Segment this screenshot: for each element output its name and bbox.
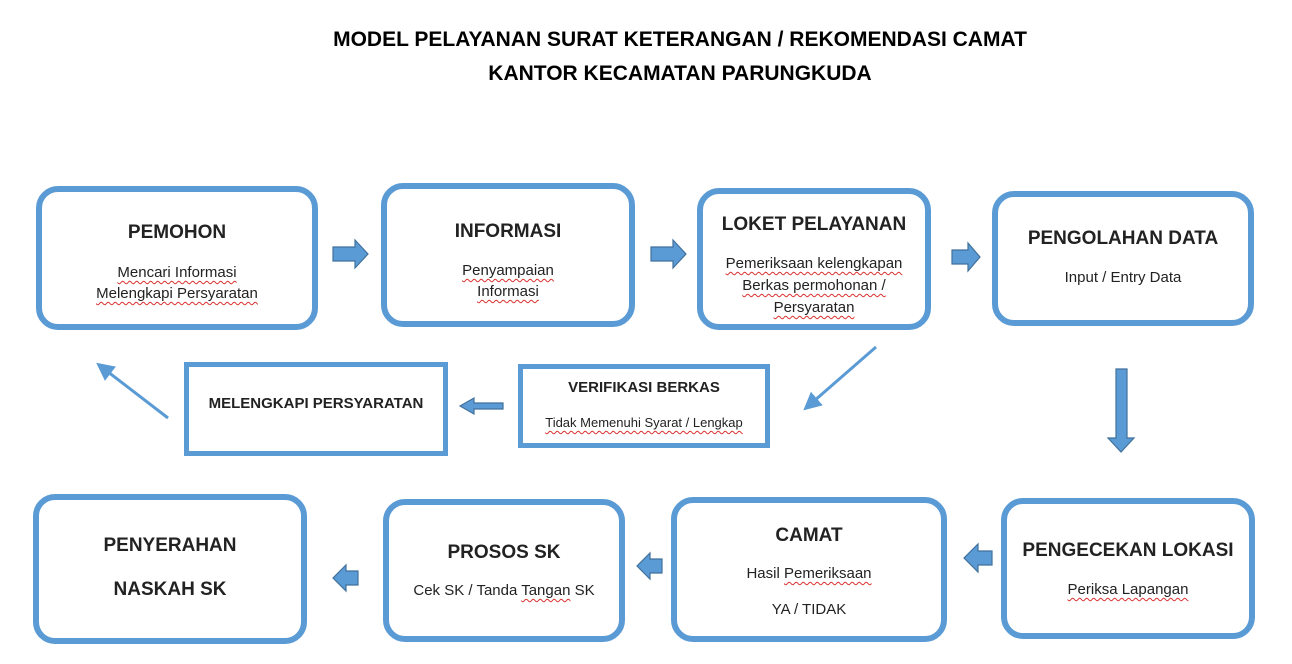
- node-melengkapi-title: MELENGKAPI PERSYARATAN: [208, 395, 424, 412]
- node-pemohon-line-2: Melengkapi Persyaratan: [96, 285, 258, 302]
- arrow-loket-to-verifikasi: [803, 345, 877, 411]
- node-pemohon: PEMOHON Mencari Informasi Melengkapi Per…: [36, 186, 318, 330]
- node-verifikasi-title: VERIFIKASI BERKAS: [568, 379, 720, 396]
- node-pengolahan-title: PENGOLAHAN DATA: [1027, 228, 1219, 249]
- node-verifikasi-line-1: Tidak Memenuhi Syarat / Lengkap: [545, 415, 743, 430]
- node-penyerahan-title-2: NASKAH SK: [113, 579, 227, 600]
- node-loket-line-1: Pemeriksaan kelengkapan: [725, 255, 903, 272]
- node-pengecekan-line-1: Periksa Lapangan: [1067, 581, 1189, 598]
- node-informasi: INFORMASI Penyampaian Informasi: [381, 183, 635, 327]
- node-loket-pelayanan: LOKET PELAYANAN Pemeriksaan kelengkapan …: [697, 188, 931, 330]
- node-pemohon-line-1: Mencari Informasi: [117, 264, 237, 281]
- node-pengecekan-lokasi: PENGECEKAN LOKASI Periksa Lapangan: [1001, 498, 1255, 639]
- node-loket-line-3: Persyaratan: [773, 299, 855, 316]
- node-pemohon-title: PEMOHON: [127, 222, 227, 243]
- node-penyerahan-naskah-sk: PENYERAHAN NASKAH SK: [33, 494, 307, 644]
- node-pengecekan-title: PENGECEKAN LOKASI: [1022, 540, 1234, 561]
- arrow-melengkapi-to-pemohon: [96, 362, 169, 420]
- node-informasi-line-2: Informasi: [477, 283, 539, 300]
- node-penyerahan-title-1: PENYERAHAN: [103, 535, 237, 556]
- node-prosos-title: PROSOS SK: [447, 542, 561, 563]
- arrow-verifikasi-to-melengkapi: [458, 396, 504, 416]
- node-pengolahan-line-1: Input / Entry Data: [1064, 269, 1182, 286]
- node-informasi-line-1: Penyampaian: [462, 262, 554, 279]
- arrow-pemohon-to-informasi: [332, 238, 369, 270]
- node-camat-title: CAMAT: [775, 525, 843, 546]
- node-camat: CAMAT Hasil Pemeriksaan YA / TIDAK: [671, 497, 947, 642]
- arrow-pengecekan-to-camat: [963, 542, 993, 574]
- node-informasi-title: INFORMASI: [454, 221, 562, 242]
- node-camat-line-2: YA / TIDAK: [771, 601, 847, 618]
- arrow-pengolahan-to-pengecekan: [1106, 368, 1136, 453]
- diagram-title-line-2: KANTOR KECAMATAN PARUNGKUDA: [488, 62, 872, 85]
- node-verifikasi-berkas: VERIFIKASI BERKAS Tidak Memenuhi Syarat …: [518, 364, 770, 448]
- node-loket-line-2: Berkas permohonan /: [742, 277, 886, 294]
- node-prosos-line-1: Cek SK / Tanda Tangan SK: [413, 582, 595, 599]
- node-melengkapi-persyaratan: MELENGKAPI PERSYARATAN: [184, 362, 448, 456]
- arrow-prosos-to-penyerahan: [332, 563, 359, 593]
- arrow-informasi-to-loket: [650, 238, 687, 270]
- node-pengolahan-data: PENGOLAHAN DATA Input / Entry Data: [992, 191, 1254, 326]
- arrow-camat-to-prosos: [636, 551, 663, 581]
- diagram-title-line-1: MODEL PELAYANAN SURAT KETERANGAN / REKOM…: [333, 28, 1027, 51]
- node-camat-line-1: Hasil Pemeriksaan: [746, 565, 872, 582]
- node-loket-title: LOKET PELAYANAN: [721, 214, 907, 235]
- arrow-loket-to-pengolahan: [951, 241, 981, 273]
- node-prosos-sk: PROSOS SK Cek SK / Tanda Tangan SK: [383, 499, 625, 642]
